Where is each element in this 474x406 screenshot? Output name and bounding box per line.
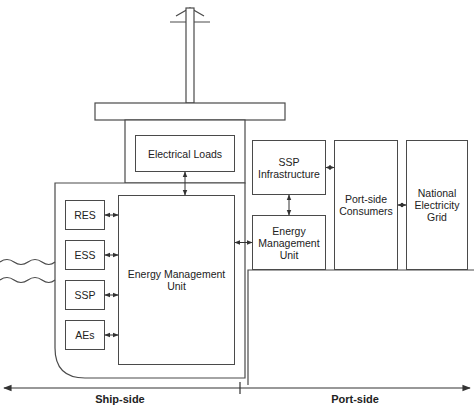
mast xyxy=(186,8,194,103)
box-label: Energy Management Unit xyxy=(121,268,232,292)
power-flow-arrow xyxy=(105,215,118,216)
source-box: AEs xyxy=(65,320,105,350)
infrastructure-box: SSP Infrastructure xyxy=(252,140,326,195)
source-box: ESS xyxy=(65,240,105,270)
water-wave xyxy=(0,278,55,283)
box-label: Energy Management Unit xyxy=(255,225,323,261)
water-wave xyxy=(0,260,55,265)
grid-box: National Electricity Grid xyxy=(406,140,468,270)
power-flow-arrow xyxy=(398,205,406,206)
box-label: AEs xyxy=(75,329,94,341)
power-flow-arrow xyxy=(289,195,290,215)
box-label: SSP xyxy=(74,289,95,301)
box-label: Electrical Loads xyxy=(148,148,222,160)
side-label: Ship-side xyxy=(60,392,180,406)
power-flow-arrow xyxy=(105,335,118,336)
box-label: ESS xyxy=(74,249,95,261)
power-flow-arrow xyxy=(105,255,118,256)
box-label: Port-side Consumers xyxy=(337,193,395,217)
superstructure xyxy=(125,120,245,183)
consumer-box: Port-side Consumers xyxy=(334,140,398,270)
power-flow-arrow xyxy=(235,242,252,243)
deck xyxy=(95,103,285,120)
control-box: Energy Management Unit xyxy=(252,215,326,270)
side-label: Port-side xyxy=(295,392,415,406)
source-box: RES xyxy=(65,200,105,230)
quay-wall xyxy=(248,270,474,385)
extent-arrow xyxy=(4,387,470,388)
divider-tick xyxy=(239,382,240,394)
box-label: SSP Infrastructure xyxy=(255,156,323,180)
power-flow-arrow xyxy=(105,295,118,296)
power-flow-arrow xyxy=(185,172,186,195)
load-box: Electrical Loads xyxy=(135,135,235,172)
source-box: SSP xyxy=(65,280,105,310)
hull xyxy=(55,183,245,378)
box-label: National Electricity Grid xyxy=(409,187,465,223)
power-flow-arrow xyxy=(326,167,334,168)
box-label: RES xyxy=(74,209,96,221)
control-box: Energy Management Unit xyxy=(118,195,235,365)
